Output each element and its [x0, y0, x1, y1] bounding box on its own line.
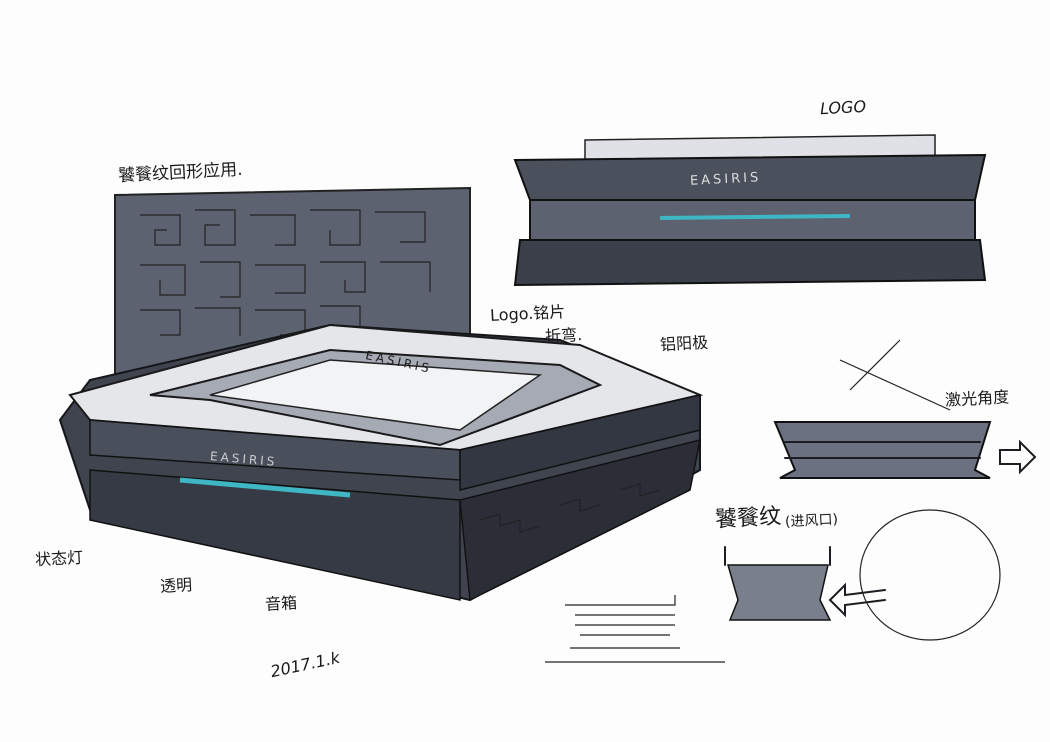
speaker-label: 音箱 — [264, 593, 298, 614]
main-device-perspective — [58, 323, 704, 602]
taotie-vent-label: 饕餮纹 — [714, 504, 782, 533]
vent-paren-label: (进风口) — [784, 511, 839, 531]
transparent-label: 透明 — [159, 575, 193, 596]
aluminum-label: 铝阳极 — [659, 332, 709, 355]
side-profile-sketch — [773, 421, 1037, 479]
section-sketches — [545, 339, 1001, 663]
front-light-strip — [659, 214, 851, 220]
logo-top-label: LOGO — [819, 96, 867, 119]
bend-label: 折弯. — [544, 325, 583, 346]
status-light-label: 状态灯 — [34, 547, 84, 570]
front-view-sketch — [513, 134, 987, 287]
status-light-strip — [179, 477, 351, 498]
laser-angle-label: 激光角度 — [944, 387, 1010, 410]
